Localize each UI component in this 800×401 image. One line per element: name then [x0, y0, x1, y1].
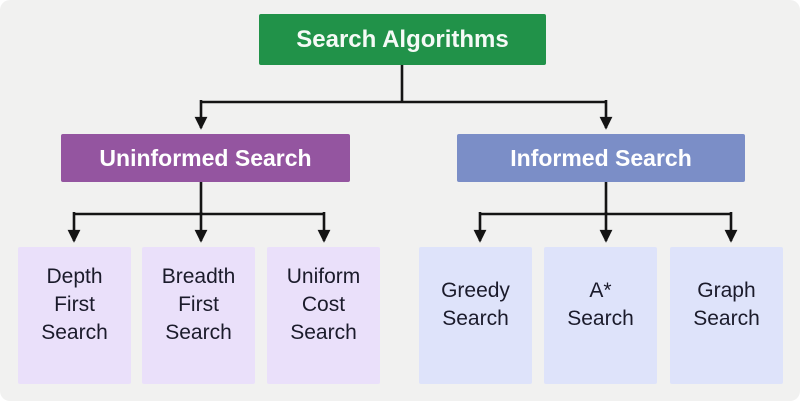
branch-node-uninformed-search: Uninformed Search [61, 134, 350, 182]
branch-node-informed-search: Informed Search [457, 134, 745, 182]
leaf-node-a-star-search: A* Search [544, 247, 657, 384]
leaf-node-uniform-cost-search: Uniform Cost Search [267, 247, 380, 384]
root-node-search-algorithms: Search Algorithms [259, 14, 546, 65]
leaf-node-depth-first-search: Depth First Search [18, 247, 131, 384]
leaf-node-greedy-search: Greedy Search [419, 247, 532, 384]
leaf-node-breadth-first-search: Breadth First Search [142, 247, 255, 384]
leaf-node-graph-search: Graph Search [670, 247, 783, 384]
